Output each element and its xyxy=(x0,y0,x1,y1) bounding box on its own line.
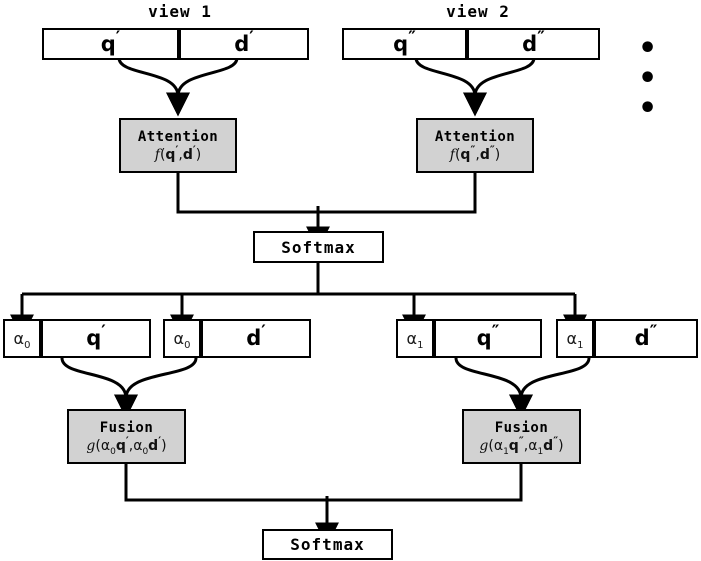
weighted-d-view1-label: d′ xyxy=(246,322,266,350)
brace-d1-to-attention xyxy=(166,57,239,117)
line-attention1-to-bus xyxy=(176,173,318,214)
softmax-top[interactable]: Softmax xyxy=(253,231,384,263)
weighted-d-view2-label: d″ xyxy=(634,322,658,350)
brace-q1-to-attention xyxy=(117,57,190,117)
line-fusion2-to-bus xyxy=(327,464,523,502)
input-d-view1[interactable]: d′ xyxy=(179,28,309,60)
softmax-top-label: Softmax xyxy=(281,237,356,257)
alpha-d-view2-label: α1 xyxy=(566,328,584,351)
weighted-q-view1-label: q′ xyxy=(86,322,106,350)
function-symbol-f: f xyxy=(154,146,160,163)
fusion-view2-formula: g(α1q″,α1d″) xyxy=(479,433,564,457)
input-q-view2[interactable]: q″ xyxy=(342,28,467,60)
brace-d2-to-attention xyxy=(463,57,536,117)
attention-view2[interactable]: Attention f(q″,d″) xyxy=(416,118,534,173)
attention-view1-title: Attention xyxy=(137,128,219,145)
function-symbol-g: g xyxy=(86,437,96,454)
weighted-q-view2-label: q″ xyxy=(476,322,500,350)
alpha-d-view2[interactable]: α1 xyxy=(556,319,594,358)
brace-aq1-to-fusion xyxy=(60,357,138,419)
brace-q2-to-attention xyxy=(414,57,487,117)
brace-ad2-to-fusion xyxy=(509,357,591,419)
weighted-d-view2[interactable]: d″ xyxy=(594,319,698,358)
function-symbol-f: f xyxy=(449,146,455,163)
prime-mark: ′ xyxy=(115,27,121,48)
attention-view1[interactable]: Attention f(q′,d′) xyxy=(119,118,237,173)
fusion-view1-title: Fusion xyxy=(99,419,154,436)
input-q-view1[interactable]: q′ xyxy=(42,28,179,60)
input-d-view2-label: d″ xyxy=(522,27,545,56)
alpha-q-view2[interactable]: α1 xyxy=(396,319,434,358)
line-attention2-to-bus xyxy=(318,173,477,214)
softmax-bottom-label: Softmax xyxy=(290,535,365,554)
input-q-view1-label: q′ xyxy=(100,27,121,56)
attention-view2-title: Attention xyxy=(434,128,516,145)
double-prime-mark: ″ xyxy=(537,27,545,48)
fusion-view2-title: Fusion xyxy=(494,419,549,436)
weighted-q-view1[interactable]: q′ xyxy=(41,319,151,358)
attention-view1-formula: f(q′,d′) xyxy=(154,142,202,163)
brace-aq2-to-fusion xyxy=(454,357,533,419)
weighted-d-view1[interactable]: d′ xyxy=(201,319,311,358)
input-q-view2-label: q″ xyxy=(393,27,416,56)
alpha-q-view2-label: α1 xyxy=(406,328,424,351)
fusion-view1-formula: g(α0q′,α0d′) xyxy=(86,433,167,457)
attention-view2-formula: f(q″,d″) xyxy=(449,142,501,163)
fusion-view2[interactable]: Fusion g(α1q″,α1d″) xyxy=(462,409,581,464)
line-fusion1-to-bus xyxy=(124,464,327,502)
alpha-q-view1[interactable]: α0 xyxy=(3,319,41,358)
input-d-view1-label: d′ xyxy=(234,27,254,56)
view-2-label: view 2 xyxy=(446,2,510,21)
alpha-q-view1-label: α0 xyxy=(13,328,31,351)
weighted-q-view2[interactable]: q″ xyxy=(434,319,542,358)
brace-ad1-to-fusion xyxy=(114,357,198,419)
double-prime-mark: ″ xyxy=(408,27,416,48)
fusion-view1[interactable]: Fusion g(α0q′,α0d′) xyxy=(67,409,186,464)
softmax-bottom[interactable]: Softmax xyxy=(262,529,393,560)
prime-mark: ′ xyxy=(249,27,254,48)
alpha-d-view1[interactable]: α0 xyxy=(163,319,201,358)
more-views-ellipsis: • • • xyxy=(638,31,665,126)
input-d-view2[interactable]: d″ xyxy=(467,28,600,60)
function-symbol-g: g xyxy=(479,437,489,454)
alpha-d-view1-label: α0 xyxy=(173,328,191,351)
view-1-label: view 1 xyxy=(148,2,212,21)
